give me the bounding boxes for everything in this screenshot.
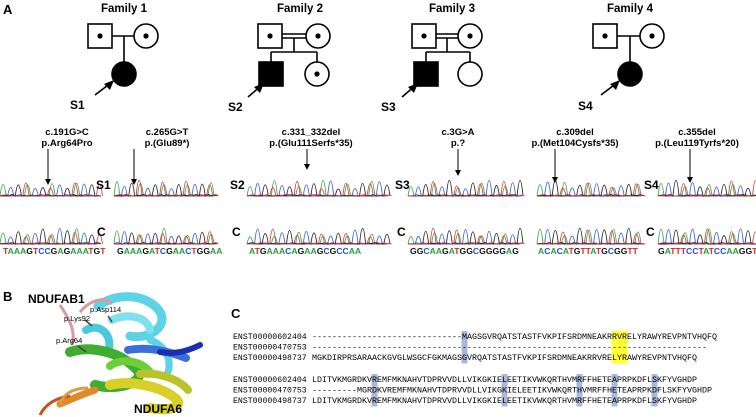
chromatogram-trace [407, 227, 525, 245]
proband-label-s1: S1 [70, 98, 85, 112]
control-sequence-4: GGCAAGATGGCGGGGAG [410, 246, 519, 256]
aligned-sequence: LDITVKMGRDKVREMFMKNAHVTDPRVVDLLVIKGKIELE… [312, 376, 697, 385]
alignment-highlight [371, 374, 378, 407]
variant-3-dna: c.331_332del [282, 127, 341, 138]
chromatogram-trace [0, 232, 103, 245]
control-sequence-2: GAAAGATCGAACTGGAA [117, 246, 222, 256]
proband-arrow [104, 80, 114, 90]
residue-lys92: p.Lys92 [64, 314, 90, 323]
transcript-id: ENST00000470753 [233, 387, 307, 396]
sequence-alignment: ENST00000602404 -------------------------… [233, 331, 717, 407]
transcript-id: ENST00000498737 [233, 397, 307, 406]
transcript-id: ENST00000470753 [233, 344, 307, 353]
aligned-sequence: ---------MGRDKVREMFMKNAHVTDPRVVDLLVIKGKI… [312, 387, 712, 396]
row-label-s3: S3 [395, 178, 410, 192]
variant-1-dna: c.191G>C [45, 127, 89, 138]
chromatogram-trace [407, 228, 522, 245]
variant-position-arrow [131, 179, 137, 185]
variant-position-arrow [304, 164, 310, 170]
chromatogram-trace [0, 228, 99, 245]
aligned-sequence: LDITVKMGRDKVREMFMKNAHVTDPRVVDLLVIKGKIELE… [312, 397, 697, 406]
aligned-sequence: MGKDIRPRSARAACKGVGLWSGCFGKMAGSGVRQATSTAS… [312, 354, 697, 363]
transcript-id: ENST00000498737 [233, 354, 307, 363]
protein-structure [38, 292, 203, 416]
residue-arg64: p.Arg64 [56, 336, 82, 345]
chromatogram-trace [407, 181, 525, 197]
protein-label-ndufa6: NDUFA6 [134, 402, 182, 416]
proband-arrow [254, 83, 264, 93]
aligned-sequence: ----------------------------------------… [312, 344, 707, 353]
chromatogram-trace [657, 179, 756, 197]
proband-label-s2: S2 [228, 100, 243, 114]
variant-position-arrow [687, 177, 693, 183]
alignment-highlight [576, 374, 583, 407]
alignment-highlight [611, 331, 628, 364]
aligned-sequence: ------------------------------MAGSGVRQAT… [312, 333, 717, 342]
protein-label-ndufab1: NDUFAB1 [28, 292, 85, 306]
chromatogram-trace [657, 180, 756, 197]
transcript-id: ENST00000602404 [233, 376, 307, 385]
family-1-title: Family 1 [101, 3, 148, 15]
chromatogram-trace [0, 184, 102, 197]
variant-6-protein: p.(Leu119Tyrfs*20) [655, 138, 739, 149]
variant-5-protein: p.(Met104Cysfs*35) [531, 138, 618, 149]
proband-label-s4: S4 [578, 99, 593, 113]
chromatogram-trace [657, 228, 756, 245]
chromatogram-trace [0, 228, 102, 245]
chromatogram-trace [113, 231, 219, 245]
chromatogram-trace [536, 182, 646, 197]
row-label-s2: S2 [230, 178, 245, 192]
transcript-id: ENST00000602404 [233, 333, 307, 342]
chromatograms [0, 149, 756, 245]
variant-6-dna: c.355del [678, 127, 716, 138]
family-2-title: Family 2 [277, 3, 323, 15]
chromatogram-trace [536, 229, 646, 245]
alignment-highlight [651, 374, 658, 407]
variant-4-dna: c.3G>A [441, 127, 474, 138]
variant-2-dna: c.265G>T [146, 127, 189, 138]
variant-position-arrow [45, 179, 51, 185]
chromatogram-trace [113, 179, 219, 197]
control-sequence-6: GATTTCCTATCCAAGGTTC [658, 246, 756, 256]
alignment-highlight [501, 374, 508, 407]
chromatogram-trace [0, 182, 103, 197]
panel-c-label: C [231, 306, 241, 321]
control-label-2: C [232, 225, 241, 239]
chromatogram-trace [246, 182, 391, 197]
pedigree-family-2 [247, 23, 331, 98]
variant-1-protein: p.Arg64Pro [41, 138, 92, 149]
variant-4-protein: p.? [451, 138, 465, 149]
variant-position-arrow [455, 170, 461, 176]
control-sequence-5: ACACATGTTATGCGGTT [538, 246, 639, 256]
control-label-4: C [646, 225, 655, 239]
chromatogram-trace [246, 228, 392, 245]
variant-position-arrow [552, 177, 558, 183]
carrier-dots [97, 33, 655, 77]
variant-2-protein: p.(Glu89*) [145, 138, 190, 149]
panel-a-label: A [3, 2, 13, 17]
alignment-highlight [461, 331, 468, 364]
row-label-s4: S4 [644, 178, 659, 192]
variant-5-dna: c.309del [556, 127, 594, 138]
row-label-s1: S1 [96, 178, 111, 192]
proband-arrow [610, 80, 620, 90]
family-3-title: Family 3 [429, 3, 475, 15]
chromatogram-trace [246, 180, 392, 197]
family-4-title: Family 4 [607, 3, 654, 15]
control-sequence-3: ATGAAACAGAAGCGCCAA [249, 246, 361, 256]
control-label-1: C [97, 225, 106, 239]
control-sequence-1: TAAAGTCCGAGAAATGT [3, 246, 106, 256]
proband-arrow [408, 83, 418, 93]
proband-label-s3: S3 [381, 100, 396, 114]
alignment-highlight [611, 374, 618, 407]
variant-3-protein: p.(Glu111Serfs*35) [269, 138, 352, 149]
panel-b-label: B [3, 289, 12, 304]
chromatogram-trace [407, 227, 524, 245]
control-label-3: C [397, 225, 406, 239]
residue-asp114: p.Asp114 [90, 305, 121, 314]
